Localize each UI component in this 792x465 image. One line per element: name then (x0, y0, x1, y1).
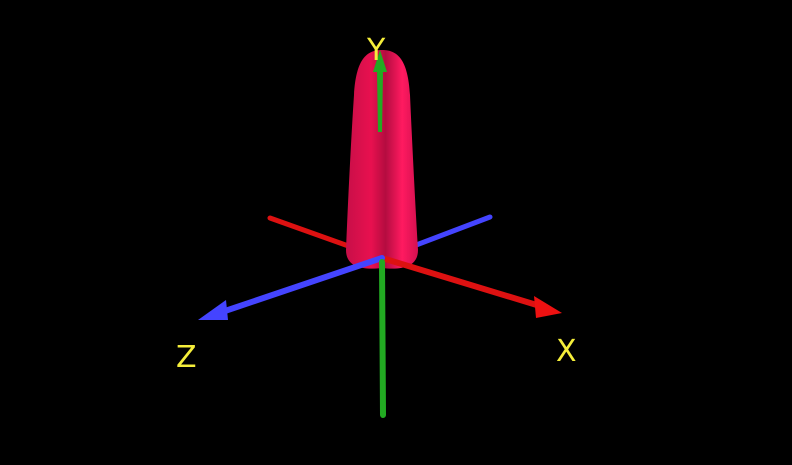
y-axis-label: Y (366, 33, 386, 68)
z-axis-label: Z (176, 340, 197, 375)
x-axis-arrowhead (534, 296, 562, 318)
capsule-shape (346, 50, 418, 269)
z-axis-arrowhead (198, 300, 228, 320)
y-axis-arrowhead (373, 50, 387, 132)
x-axis-positive (379, 255, 543, 309)
y-axis-negative (379, 259, 386, 418)
z-axis-negative (219, 255, 385, 315)
x-axis-label: X (556, 334, 577, 369)
